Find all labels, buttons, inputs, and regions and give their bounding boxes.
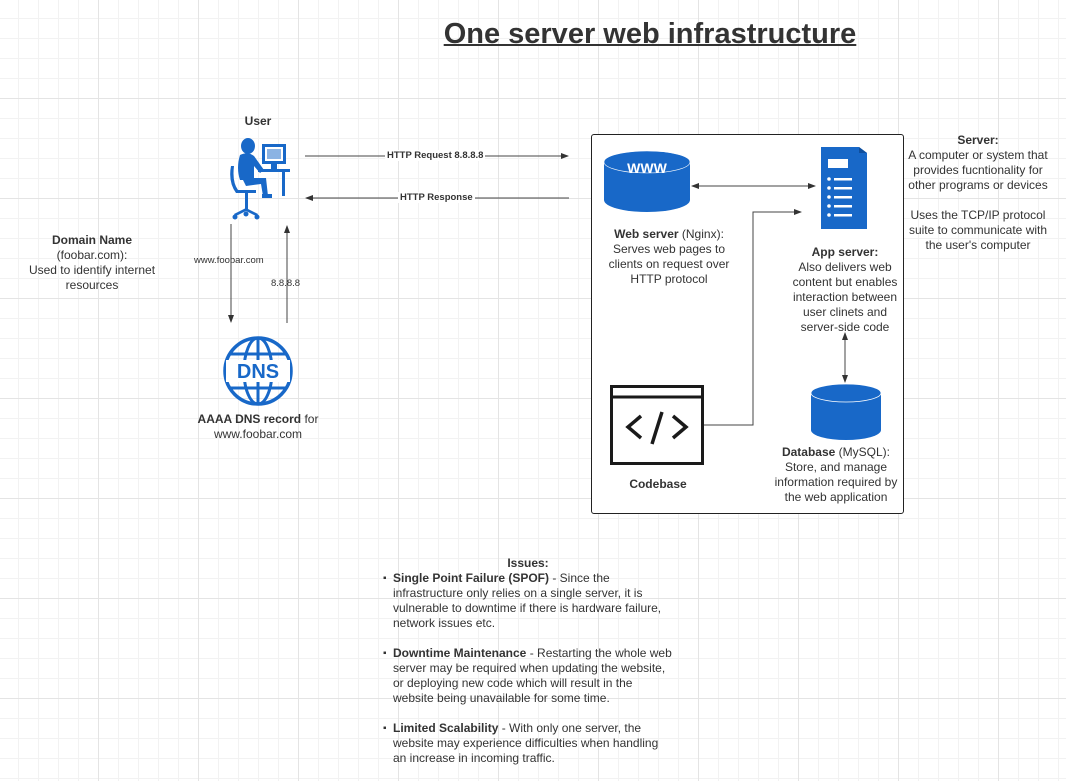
app-server-label: App server: Also delivers web content bu… [784, 245, 906, 335]
issue-title: Single Point Failure (SPOF) [393, 571, 550, 585]
issue-item-downtime: Downtime Maintenance - Restarting the wh… [383, 646, 673, 706]
user-at-computer-icon [230, 138, 290, 220]
database-cylinder-icon [810, 383, 882, 440]
issue-title: Limited Scalability [393, 721, 499, 735]
issues-section: Issues: Single Point Failure (SPOF) - Si… [383, 556, 673, 781]
http-request-label: HTTP Request 8.8.8.8 [385, 150, 486, 161]
database-tech: (MySQL): [835, 445, 891, 459]
issue-item-scalability: Limited Scalability - With only one serv… [383, 721, 673, 766]
domain-name-value: (foobar.com): [56, 248, 128, 262]
dns-query-label: www.foobar.com [194, 255, 264, 266]
dns-record-for: for [301, 412, 319, 426]
issue-item-spof: Single Point Failure (SPOF) - Since the … [383, 571, 673, 631]
domain-name-heading: Domain Name [51, 233, 133, 247]
http-response-label: HTTP Response [398, 192, 475, 203]
database-description: Store, and manage information required b… [774, 460, 898, 504]
app-server-description: Also delivers web content but enables in… [792, 260, 898, 334]
dns-record-label: AAAA DNS record for www.foobar.com [186, 412, 330, 442]
web-server-tech: (Nginx): [678, 227, 724, 241]
web-server-label: Web server (Nginx): Serves web pages to … [601, 227, 737, 287]
database-label: Database (MySQL): Store, and manage info… [768, 445, 904, 505]
issue-text: - Restarting the whole web server may be… [393, 646, 672, 705]
issue-title: Downtime Maintenance [393, 646, 527, 660]
issue-text: - Since the infrastructure only relies o… [393, 571, 662, 630]
database-name: Database [781, 445, 836, 459]
dns-record-type: AAAA DNS record [197, 412, 302, 426]
issue-text: - With only one server, the website may … [393, 721, 659, 765]
dns-answer-label: 8.8.8.8 [271, 278, 301, 289]
code-window-icon [610, 385, 704, 465]
issues-list: Single Point Failure (SPOF) - Since the … [383, 571, 673, 766]
server-note-definition: A computer or system that provides fucnt… [908, 148, 1048, 192]
www-cylinder-icon: WWW [603, 150, 691, 212]
dns-icon-text: DNS [237, 361, 279, 383]
domain-name-description: Used to identify internet resources [28, 263, 156, 292]
server-note: Server: A computer or system that provid… [908, 133, 1048, 253]
diagram-title: One server web infrastructure [443, 18, 857, 50]
web-server-description: Serves web pages to clients on request o… [608, 242, 730, 286]
issues-heading: Issues: [507, 556, 549, 570]
app-server-name: App server: [811, 245, 879, 259]
server-rack-icon [821, 147, 867, 229]
server-note-heading: Server: [957, 133, 999, 147]
codebase-label: Codebase [629, 477, 687, 491]
user-label: User [244, 114, 272, 128]
www-icon-text: WWW [627, 160, 667, 176]
dns-record-domain: www.foobar.com [213, 427, 303, 441]
server-note-protocol: Uses the TCP/IP protocol suite to commun… [908, 208, 1048, 252]
web-server-name: Web server [614, 227, 679, 241]
domain-name-note: Domain Name (foobar.com): Used to identi… [18, 233, 166, 293]
dns-globe-icon: DNS [223, 336, 293, 406]
